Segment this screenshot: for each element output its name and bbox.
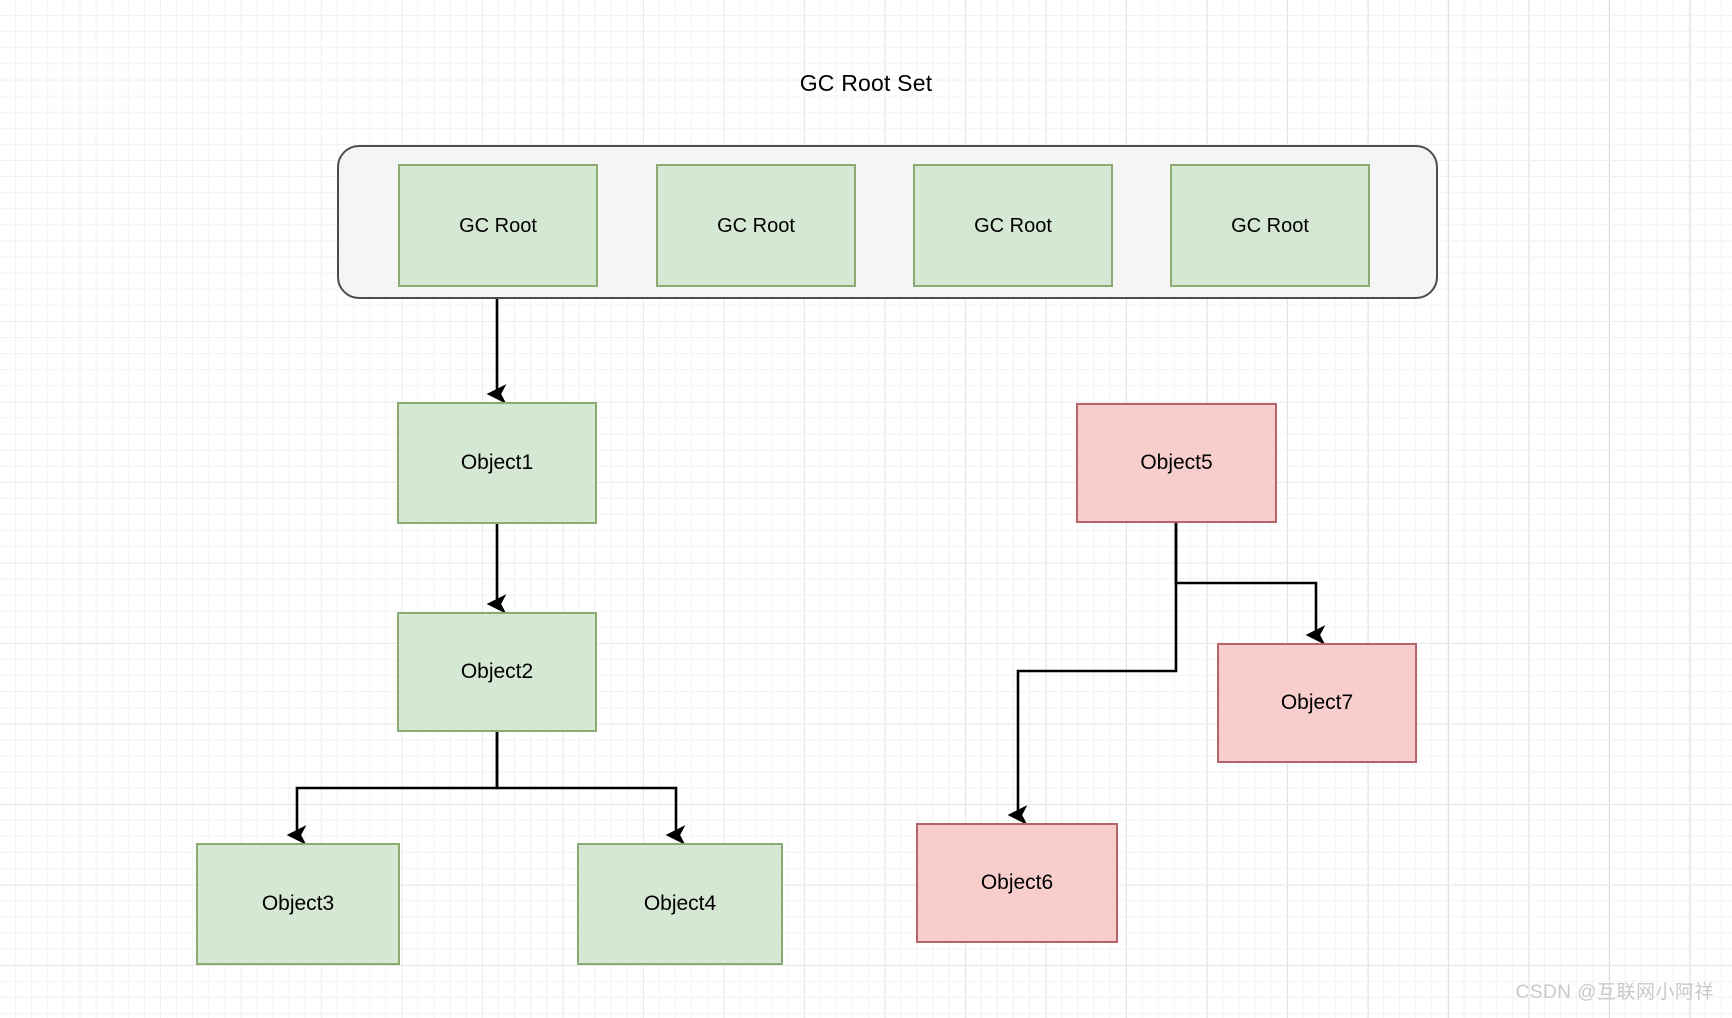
gc-root-box-2[interactable]: GC Root: [656, 164, 856, 287]
page-title: GC Root Set: [799, 70, 933, 96]
watermark: CSDN @互联网小阿祥: [1515, 982, 1714, 1003]
node-object7[interactable]: Object7: [1217, 643, 1417, 763]
edge-object5-object6: [1007, 523, 1178, 825]
node-object1[interactable]: Object1: [397, 402, 597, 524]
node-object3[interactable]: Object3: [196, 843, 400, 965]
edge-object2-object4: [495, 732, 686, 845]
node-object5[interactable]: Object5: [1076, 403, 1277, 523]
edge-object5-object7: [1174, 523, 1326, 645]
node-object2[interactable]: Object2: [397, 612, 597, 732]
edge-object2-object3: [286, 732, 499, 845]
node-object4[interactable]: Object4: [577, 843, 783, 965]
node-object6[interactable]: Object6: [916, 823, 1118, 943]
gc-root-box-1[interactable]: GC Root: [398, 164, 598, 287]
gc-root-box-3[interactable]: GC Root: [913, 164, 1113, 287]
gc-root-box-4[interactable]: GC Root: [1170, 164, 1370, 287]
